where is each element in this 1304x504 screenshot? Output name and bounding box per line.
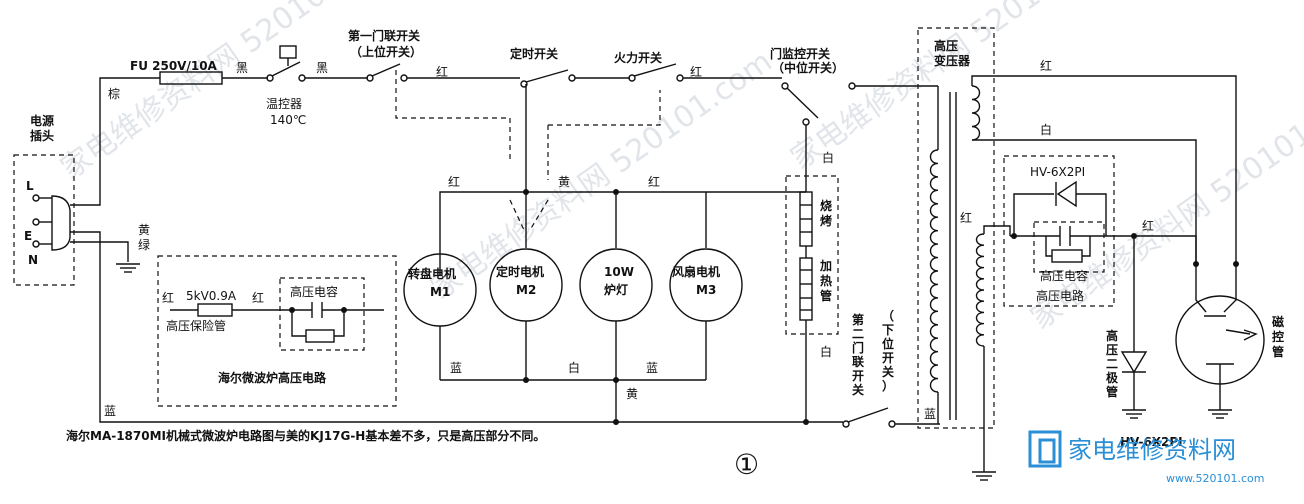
label-door-sw1: 第一门联开关 [348, 28, 420, 43]
label-fuse-hv: 5kV0.9A [186, 289, 237, 303]
label-blue-d: 蓝 [104, 404, 116, 418]
label-blue-c: 蓝 [924, 407, 936, 421]
label-magnetron: 磁控管 [1271, 314, 1284, 359]
caption: 海尔MA-1870MI机械式微波炉电路图与美的KJ17G-H基本差不多，只是高压… [66, 428, 545, 443]
plug-E: E [24, 229, 32, 243]
label-thermo-temp: 140℃ [270, 113, 306, 127]
timer-switch [520, 69, 576, 88]
label-hv-cap-left: 高压电容 [290, 284, 338, 299]
label-hv-cap-right: 高压电容 [1040, 268, 1088, 283]
heater-box [785, 175, 839, 335]
thermostat-symbol [266, 45, 306, 82]
label-timer-motor: 定时电机 [496, 264, 544, 279]
label-timer-sw: 定时开关 [510, 46, 558, 61]
watermark-2: 家电维修资料网 520101.com [425, 44, 779, 307]
label-red-i: 红 [252, 290, 264, 305]
label-red-c: 红 [1040, 58, 1052, 73]
primary-coil [929, 149, 939, 393]
label-red-b: 红 [690, 64, 702, 79]
watermark-3: 家电维修资料网 520101.com [785, 0, 1139, 177]
label-power-sw: 火力开关 [614, 50, 662, 65]
plug-N: N [28, 253, 38, 267]
label-red-e: 红 [648, 174, 660, 189]
label-hv-diode-v: 高压二极管 [1106, 328, 1119, 399]
secondary-coil [975, 233, 985, 347]
label-fan-m: M3 [696, 283, 716, 297]
label-black-1: 黑 [236, 61, 248, 75]
label-blue-a: 蓝 [450, 361, 462, 375]
label-door-sw1-sub: （上位开关） [350, 44, 422, 59]
label-door-sw2: 第二门联开关 [852, 312, 864, 397]
label-heater-b: 加热管 [819, 258, 832, 303]
label-fuse: FU 250V/10A [130, 59, 218, 73]
label-yellow-b: 黄 [626, 387, 638, 401]
label-hv-circuit-right: 高压电路 [1036, 288, 1084, 303]
ground-symbol-left [116, 263, 140, 273]
label-monitor-sw-sub: （中位开关） [772, 60, 844, 75]
label-thermostat: 温控器 [266, 97, 302, 111]
label-turntable-motor: 转盘电机 [408, 266, 456, 281]
label-white-d: 白 [568, 360, 580, 375]
hv-diode-symbol [1056, 180, 1077, 208]
label-red-d: 红 [448, 174, 460, 189]
label-white-a: 白 [1040, 122, 1052, 137]
label-white-c: 白 [822, 150, 834, 165]
filament-coil [971, 85, 981, 141]
label-hv-diode-bottom: HV-6X2PI [1120, 435, 1183, 449]
door-switch-2 [842, 407, 896, 428]
label-heater-a: 烧烤 [820, 198, 832, 228]
label-red-g: 红 [1142, 218, 1154, 233]
label-lamp-name: 炉灯 [604, 282, 628, 297]
label-hv-fuse-name: 高压保险管 [166, 318, 226, 333]
wire-live [70, 77, 160, 206]
label-red-h: 红 [162, 290, 174, 305]
label-hv-diode-top: HV-6X2PI [1030, 165, 1085, 179]
ground-symbol-transformer [972, 471, 996, 481]
figure-number: ① [734, 448, 759, 481]
label-fan-motor: 风扇电机 [672, 264, 720, 279]
heating-tube [799, 257, 813, 321]
label-red-a: 红 [436, 64, 448, 79]
label-haier-circuit: 海尔微波炉高压电路 [218, 370, 327, 385]
label-door-sw2-sub: （下位开关） [882, 308, 894, 393]
hv-fuse-symbol [197, 303, 233, 317]
door-switch-1 [366, 63, 408, 82]
label-turntable-m: M1 [430, 285, 450, 299]
hv-circuit-right [1003, 155, 1115, 307]
label-brown: 棕 [108, 86, 120, 101]
plug-L: L [26, 179, 34, 193]
haier-hv-inset [157, 255, 397, 407]
label-hv-transformer: 高压变压器 [934, 38, 971, 68]
magnetron-symbol [1175, 261, 1265, 419]
label-yellow-a: 黄 [558, 175, 570, 189]
label-red-f: 红 [960, 210, 972, 225]
ground-symbol-diode [1122, 409, 1146, 419]
power-switch [628, 63, 684, 82]
label-blue-b: 蓝 [646, 361, 658, 375]
logo-url: www.520101.com [1166, 472, 1264, 485]
grill-heater [799, 191, 813, 247]
label-timer-m: M2 [516, 283, 536, 297]
label-monitor-sw: 门监控开关 [770, 46, 830, 61]
transformer-box [917, 27, 995, 429]
logo-text: 家电维修资料网 [1068, 436, 1236, 464]
label-white-b: 白 [820, 344, 832, 359]
label-lamp: 10W [604, 265, 634, 279]
label-yellow-green: 黄绿 [138, 223, 150, 252]
site-logo: 家电维修资料网 www.520101.com [1028, 430, 1264, 485]
plug-title: 电源插头 [30, 113, 54, 143]
watermark-layer: 家电维修资料网 520101.com 家电维修资料网 520101.com 家电… [55, 0, 1304, 337]
label-black-2: 黑 [316, 61, 328, 75]
power-plug [13, 154, 75, 286]
